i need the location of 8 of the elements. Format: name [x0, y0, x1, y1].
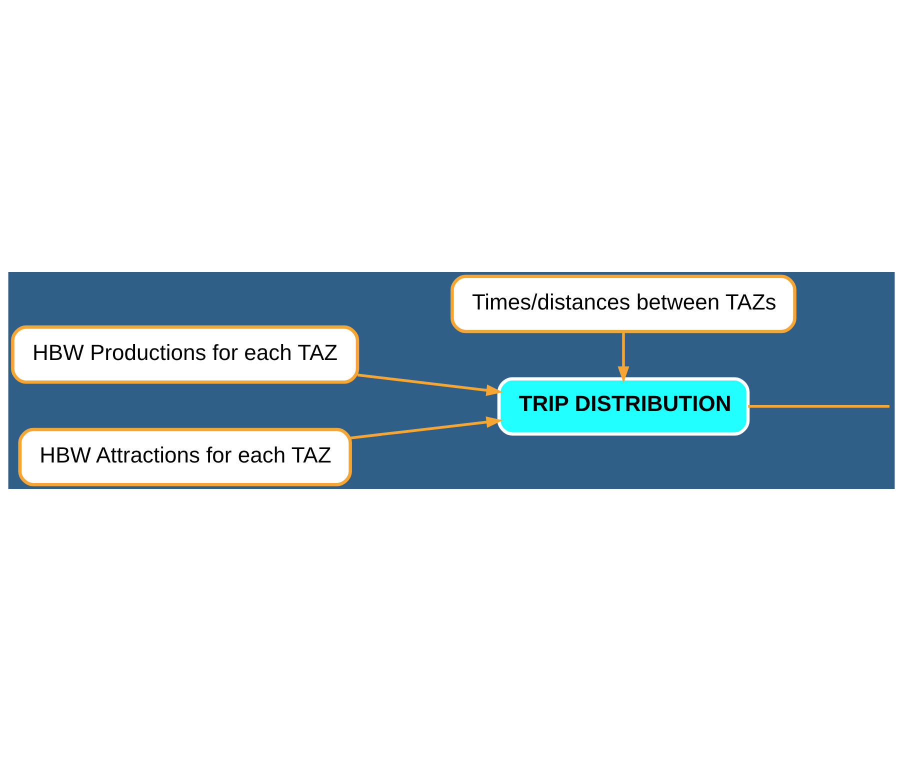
connector — [748, 405, 890, 408]
arrow — [618, 332, 630, 383]
node-box: Times/distances between TAZs — [450, 274, 796, 334]
arrow — [357, 374, 503, 396]
node-box: HBW Productions for each TAZ — [11, 325, 360, 384]
arrow — [350, 416, 503, 440]
node-box: TRIP DISTRIBUTION — [497, 377, 750, 436]
node-box: HBW Attractions for each TAZ — [18, 428, 352, 486]
